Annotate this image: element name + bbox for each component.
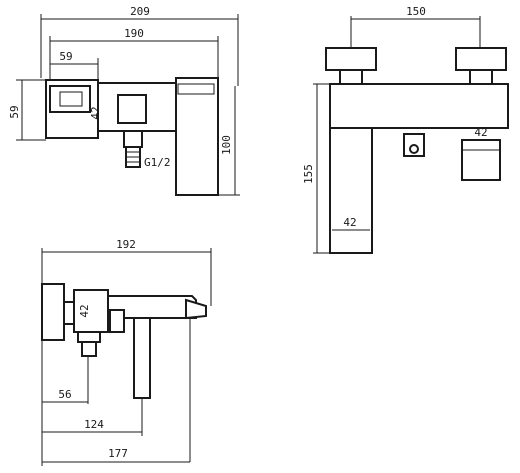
dim-177-label: 177 (108, 447, 128, 460)
dim-42-top-label: 42 (78, 304, 91, 317)
side-left-handle (325, 47, 377, 71)
side-right-handle (455, 47, 507, 71)
dim-42-front-label: 42 (89, 106, 102, 119)
side-view: 150 42 42 155 (302, 5, 509, 254)
dim-100-label: 100 (220, 135, 233, 155)
dim-155-label: 155 (302, 164, 315, 184)
side-main-body (329, 83, 509, 129)
top-view: 192 42 56 124 177 (41, 238, 212, 466)
top-inlet-pipe (81, 341, 97, 357)
dim-192-label: 192 (116, 238, 136, 251)
top-diverter (109, 309, 125, 333)
top-spout-tip (185, 298, 207, 320)
front-spout-top (177, 83, 215, 95)
front-inlet-nut (123, 130, 143, 148)
dim-59-label: 59 (59, 50, 72, 63)
front-handle-inner (59, 91, 83, 107)
side-spout-block (329, 127, 373, 254)
dim-42-outlet-label: 42 (474, 126, 487, 139)
top-main-body (73, 289, 109, 333)
dim-150-label: 150 (406, 5, 426, 18)
top-down-tube (133, 317, 151, 399)
top-handle-stem (63, 301, 75, 325)
dim-209-label: 209 (130, 5, 150, 18)
front-spout-block (175, 77, 219, 196)
front-view: 209 190 59 59 42 100 G1/2 (8, 5, 240, 196)
top-inlet-nut (77, 331, 101, 343)
dim-59v-label: 59 (8, 105, 21, 118)
side-diverter-hole (409, 144, 419, 154)
side-outlet (461, 139, 501, 181)
dim-190-label: 190 (124, 27, 144, 40)
thread-label: G1/2 (144, 156, 171, 169)
dim-42-side-label: 42 (343, 216, 356, 229)
dim-124-label: 124 (84, 418, 104, 431)
top-handle (41, 283, 65, 341)
side-right-stem (469, 69, 493, 85)
front-body-square (117, 94, 147, 124)
side-left-stem (339, 69, 363, 85)
front-handle-cap (49, 85, 91, 113)
dim-56-label: 56 (58, 388, 71, 401)
